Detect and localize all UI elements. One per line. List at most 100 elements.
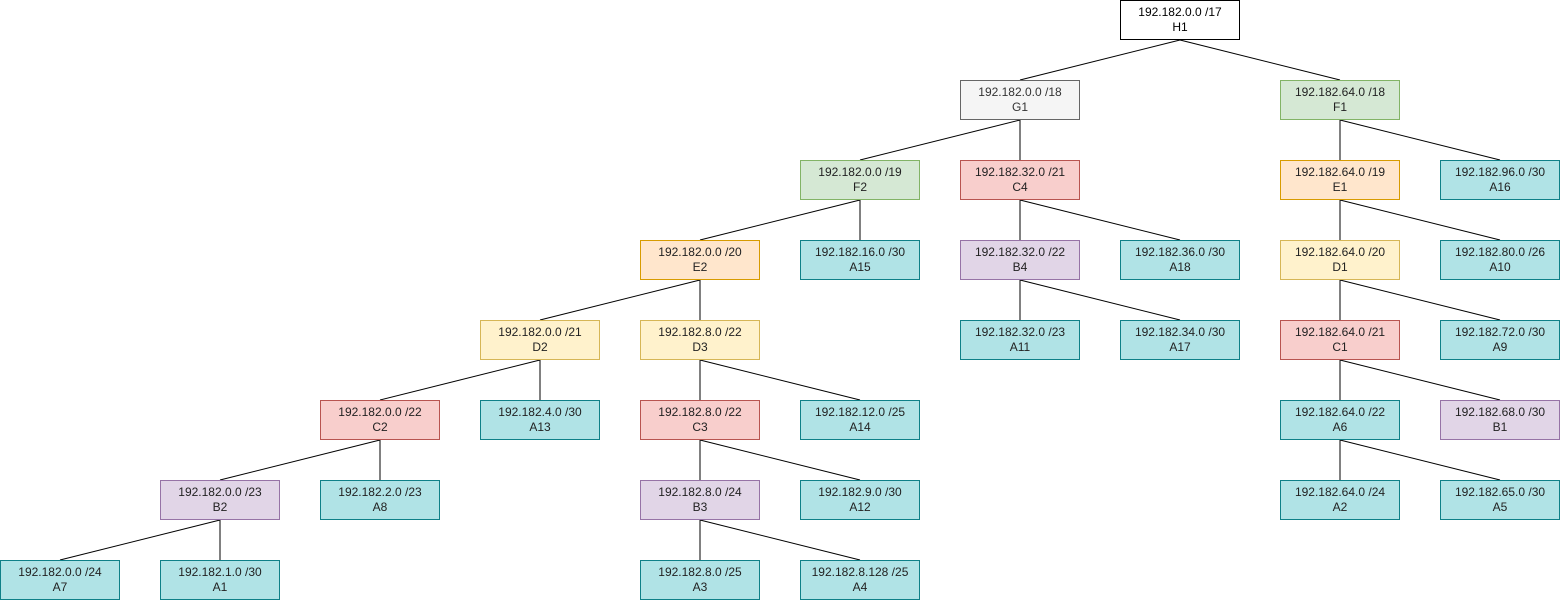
node-subnet: 192.182.32.0 /23 <box>974 325 1066 339</box>
edge-e2-d2 <box>539 279 701 321</box>
node-label: A11 <box>1009 340 1031 354</box>
node-subnet: 192.182.0.0 /23 <box>178 485 262 499</box>
edge-h1-f1 <box>1179 39 1341 81</box>
node-label: C1 <box>1332 340 1348 354</box>
node-subnet: 192.182.0.0 /17 <box>1138 5 1222 19</box>
node-label: A9 <box>1492 340 1508 354</box>
node-label: A15 <box>849 260 871 274</box>
node-label: D3 <box>692 340 708 354</box>
node-subnet: 192.182.2.0 /23 <box>338 485 422 499</box>
node-subnet: 192.182.0.0 /24 <box>18 565 102 579</box>
node-subnet: 192.182.64.0 /19 <box>1294 165 1386 179</box>
node-label: E1 <box>1332 180 1348 194</box>
edge-d3-a14 <box>699 359 861 401</box>
node-label: A3 <box>692 580 708 594</box>
node-subnet: 192.182.64.0 /20 <box>1294 245 1386 259</box>
node-subnet: 192.182.0.0 /20 <box>658 245 742 259</box>
node-label: E2 <box>692 260 708 274</box>
node-label: A7 <box>52 580 68 594</box>
node-label: F1 <box>1332 100 1347 114</box>
edge-c4-a18 <box>1019 199 1181 241</box>
node-label: A16 <box>1489 180 1511 194</box>
node-subnet: 192.182.8.128 /25 <box>811 565 909 579</box>
node-subnet: 192.182.65.0 /30 <box>1454 485 1546 499</box>
edge-b4-a17 <box>1019 279 1181 321</box>
node-subnet: 192.182.64.0 /22 <box>1294 405 1386 419</box>
node-label: A12 <box>849 500 871 514</box>
edge-d2-c2 <box>379 359 541 401</box>
node-label: B1 <box>1492 420 1508 434</box>
node-subnet: 192.182.16.0 /30 <box>814 245 906 259</box>
node-subnet: 192.182.1.0 /30 <box>178 565 262 579</box>
node-label: A5 <box>1492 500 1508 514</box>
node-label: A6 <box>1332 420 1348 434</box>
node-label: A2 <box>1332 500 1348 514</box>
node-subnet: 192.182.64.0 /18 <box>1294 85 1386 99</box>
edge-b3-a4 <box>699 519 861 561</box>
node-label: H1 <box>1172 20 1188 34</box>
node-subnet: 192.182.36.0 /30 <box>1134 245 1226 259</box>
node-subnet: 192.182.0.0 /21 <box>498 325 582 339</box>
edge-d1-a9 <box>1339 279 1501 321</box>
node-label: A10 <box>1489 260 1511 274</box>
node-subnet: 192.182.8.0 /25 <box>658 565 742 579</box>
node-label: A1 <box>212 580 228 594</box>
edge-f1-a16 <box>1339 119 1501 161</box>
node-label: B4 <box>1012 260 1028 274</box>
node-subnet: 192.182.64.0 /24 <box>1294 485 1386 499</box>
node-label: A18 <box>1169 260 1191 274</box>
node-subnet: 192.182.4.0 /30 <box>498 405 582 419</box>
node-subnet: 192.182.0.0 /22 <box>338 405 422 419</box>
node-subnet: 192.182.32.0 /21 <box>974 165 1066 179</box>
node-label: D1 <box>1332 260 1348 274</box>
node-label: C4 <box>1012 180 1028 194</box>
edge-c3-a12 <box>699 439 861 481</box>
node-label: B2 <box>212 500 228 514</box>
node-label: A14 <box>849 420 871 434</box>
edge-g1-f2 <box>859 119 1021 161</box>
node-label: D2 <box>532 340 548 354</box>
node-label: A17 <box>1169 340 1191 354</box>
node-label: B3 <box>692 500 708 514</box>
node-subnet: 192.182.0.0 /19 <box>818 165 902 179</box>
node-subnet: 192.182.8.0 /24 <box>658 485 742 499</box>
edge-h1-g1 <box>1019 39 1181 81</box>
node-subnet: 192.182.8.0 /22 <box>658 325 742 339</box>
